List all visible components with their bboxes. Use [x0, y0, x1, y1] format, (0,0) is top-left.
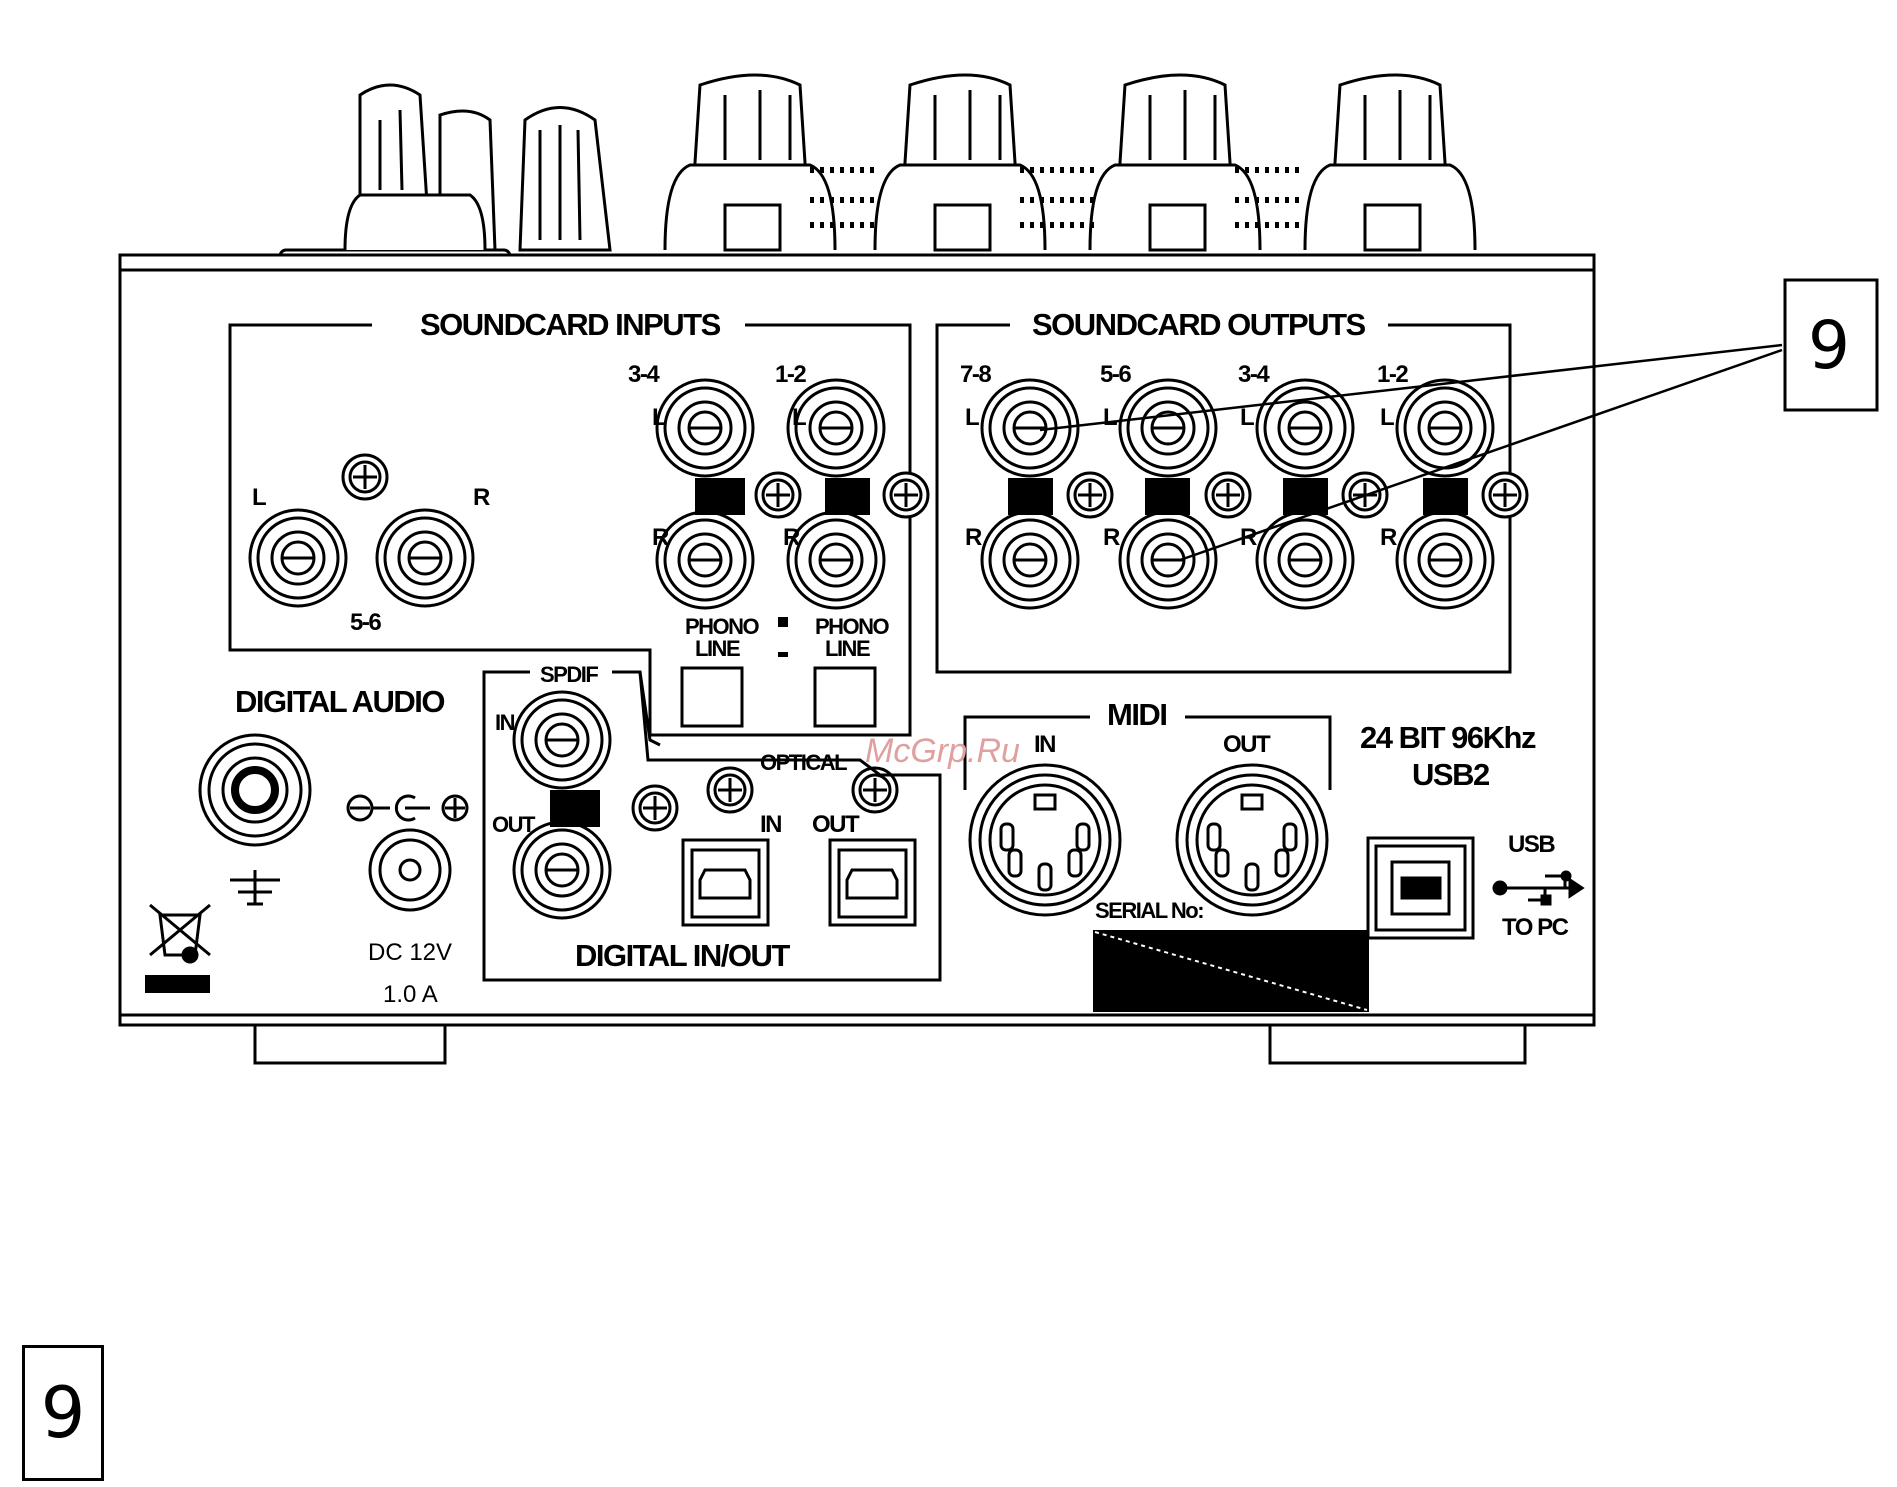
rca-output-left-3: [1257, 380, 1353, 476]
svg-text:OUT: OUT: [1223, 731, 1271, 758]
midi-out-pin-5: [1284, 824, 1296, 850]
svg-text:7-8: 7-8: [960, 361, 991, 388]
svg-text:R: R: [783, 524, 800, 551]
svg-text:IN: IN: [760, 811, 781, 838]
svg-text:L: L: [792, 404, 806, 431]
callout-number: 9: [1808, 307, 1850, 384]
svg-text:SPDIF: SPDIF: [540, 662, 598, 687]
svg-text:OUT: OUT: [492, 812, 536, 837]
midi-out-pin-2: [1216, 850, 1228, 876]
midi-in-pin-3: [1039, 864, 1051, 890]
svg-text:IN: IN: [495, 710, 515, 735]
rca-output-right-3: [1257, 512, 1353, 608]
midi-out-pin-3: [1246, 864, 1258, 890]
svg-text:OPTICAL: OPTICAL: [760, 750, 847, 775]
svg-text:L: L: [1240, 404, 1254, 431]
rca-spdif-in: [514, 692, 610, 788]
screw-5: [1206, 473, 1250, 517]
rca-output-right-2: [1120, 512, 1216, 608]
usb2-label: USB2: [1412, 757, 1489, 792]
svg-text:LINE: LINE: [695, 636, 740, 661]
legend-number: 9: [41, 1372, 86, 1454]
watermark: McGrp.Ru: [865, 732, 1020, 770]
midi-in-pin-1: [1001, 824, 1013, 850]
svg-text:3-4: 3-4: [628, 361, 660, 388]
svg-text:5-6: 5-6: [1100, 361, 1131, 388]
digital-inout-label: DIGITAL IN/OUT: [575, 938, 790, 973]
svg-text:3-4: 3-4: [1238, 361, 1270, 388]
svg-text:1-2: 1-2: [775, 361, 806, 388]
midi-out-pin-1: [1208, 824, 1220, 850]
svg-text:R: R: [965, 524, 982, 551]
svg-text:1-2: 1-2: [1377, 361, 1408, 388]
svg-text:R: R: [1103, 524, 1120, 551]
svg-text:SERIAL No:: SERIAL No:: [1095, 898, 1203, 923]
bit-rate-label: 24 BIT 96Khz: [1360, 720, 1536, 755]
svg-text:L: L: [965, 404, 979, 431]
rca-input-3-4-right: [657, 512, 753, 608]
rca-input-5-6-right: [377, 510, 473, 606]
screw-1: [343, 455, 387, 499]
midi-out-pin-4: [1276, 850, 1288, 876]
svg-text:R: R: [1380, 524, 1397, 551]
svg-text:R: R: [1240, 524, 1257, 551]
svg-text:R: R: [473, 484, 490, 511]
rca-output-left-2: [1120, 380, 1216, 476]
screw-4: [1068, 473, 1112, 517]
rca-input-1-2-right: [788, 512, 884, 608]
digital-audio-label: DIGITAL AUDIO: [235, 684, 444, 719]
rca-output-right-1: [982, 512, 1078, 608]
svg-text:TO PC: TO PC: [1502, 914, 1569, 941]
screw-3: [884, 473, 928, 517]
soundcard-outputs-label: SOUNDCARD OUTPUTS: [1032, 307, 1366, 342]
svg-text:L: L: [1380, 404, 1394, 431]
rca-input-3-4-left: [657, 380, 753, 476]
svg-text:R: R: [652, 524, 669, 551]
screw-8: [633, 786, 677, 830]
rca-input-5-6-left: [250, 510, 346, 606]
svg-text:OUT: OUT: [812, 811, 860, 838]
svg-text:L: L: [652, 404, 666, 431]
serial-number-plate: [1093, 930, 1369, 1012]
midi-in-pin-4: [1069, 850, 1081, 876]
svg-text:5-6: 5-6: [350, 609, 381, 636]
svg-text:USB: USB: [1508, 831, 1555, 858]
svg-text:L: L: [1103, 404, 1117, 431]
dc-current-label: 1.0 A: [383, 981, 438, 1008]
rca-output-left-4: [1397, 380, 1493, 476]
svg-text:L: L: [252, 484, 266, 511]
screw-2: [756, 473, 800, 517]
legend-number-box: 9: [22, 1345, 104, 1481]
midi-in-pin-5: [1077, 824, 1089, 850]
midi-in-pin-2: [1009, 850, 1021, 876]
svg-text:IN: IN: [1034, 731, 1055, 758]
screw-7: [1483, 473, 1527, 517]
soundcard-inputs-label: SOUNDCARD INPUTS: [420, 307, 721, 342]
rca-output-right-4: [1397, 512, 1493, 608]
dc-voltage-label: DC 12V: [368, 939, 452, 966]
screw-9: [708, 768, 752, 812]
svg-text:LINE: LINE: [825, 636, 870, 661]
midi-label: MIDI: [1107, 697, 1166, 732]
